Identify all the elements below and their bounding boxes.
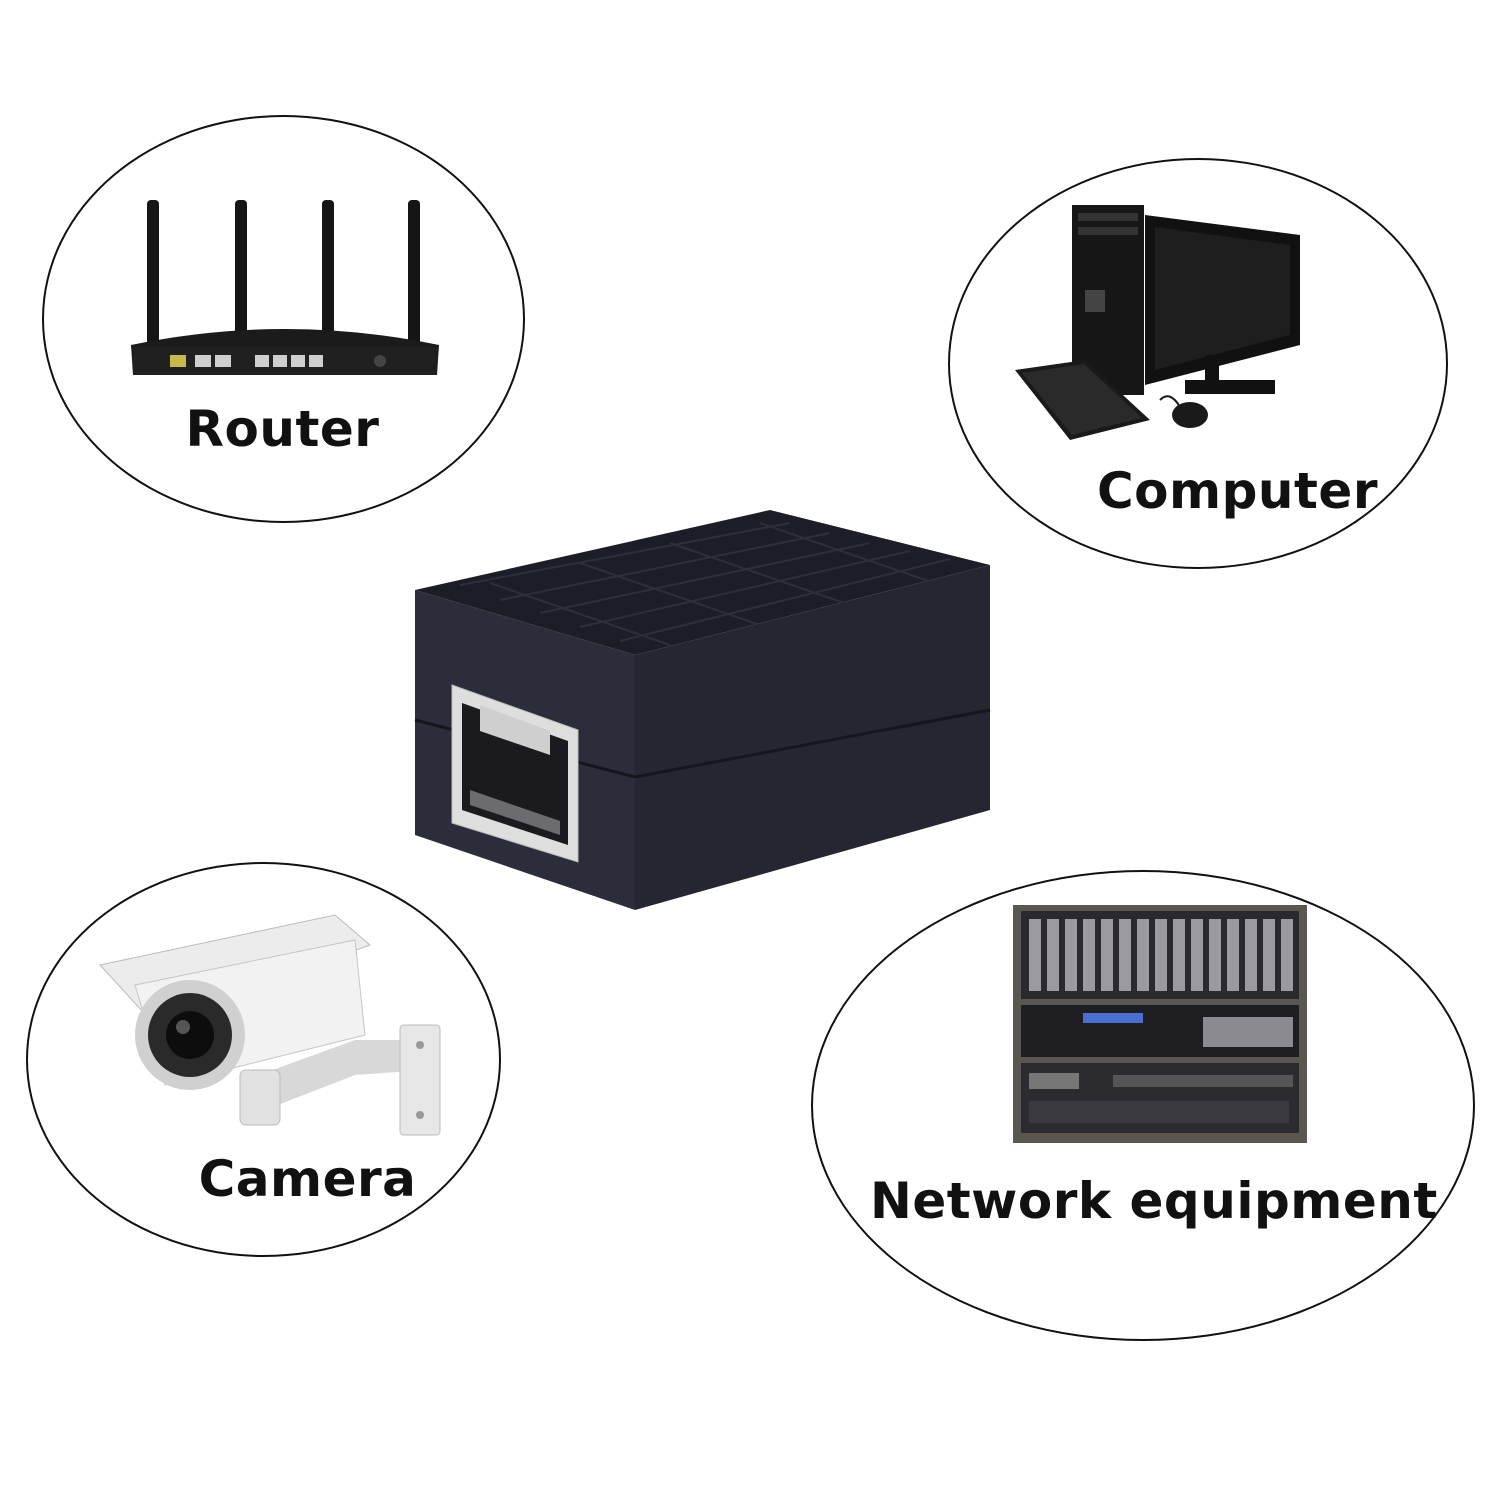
router-icon [131, 200, 439, 375]
rj45-coupler-icon [414, 510, 991, 910]
computer-bubble [948, 158, 1448, 569]
computer-icon [1015, 205, 1300, 440]
computer-label: Computer [1096, 462, 1378, 520]
server-rack-icon [1013, 905, 1307, 1143]
router-label: Router [185, 400, 380, 458]
camera-icon [99, 914, 441, 1136]
network-bubble [811, 870, 1475, 1341]
network-label: Network equipment [870, 1172, 1438, 1230]
camera-label: Camera [198, 1150, 417, 1208]
router-bubble [42, 115, 525, 523]
camera-bubble [26, 862, 501, 1257]
